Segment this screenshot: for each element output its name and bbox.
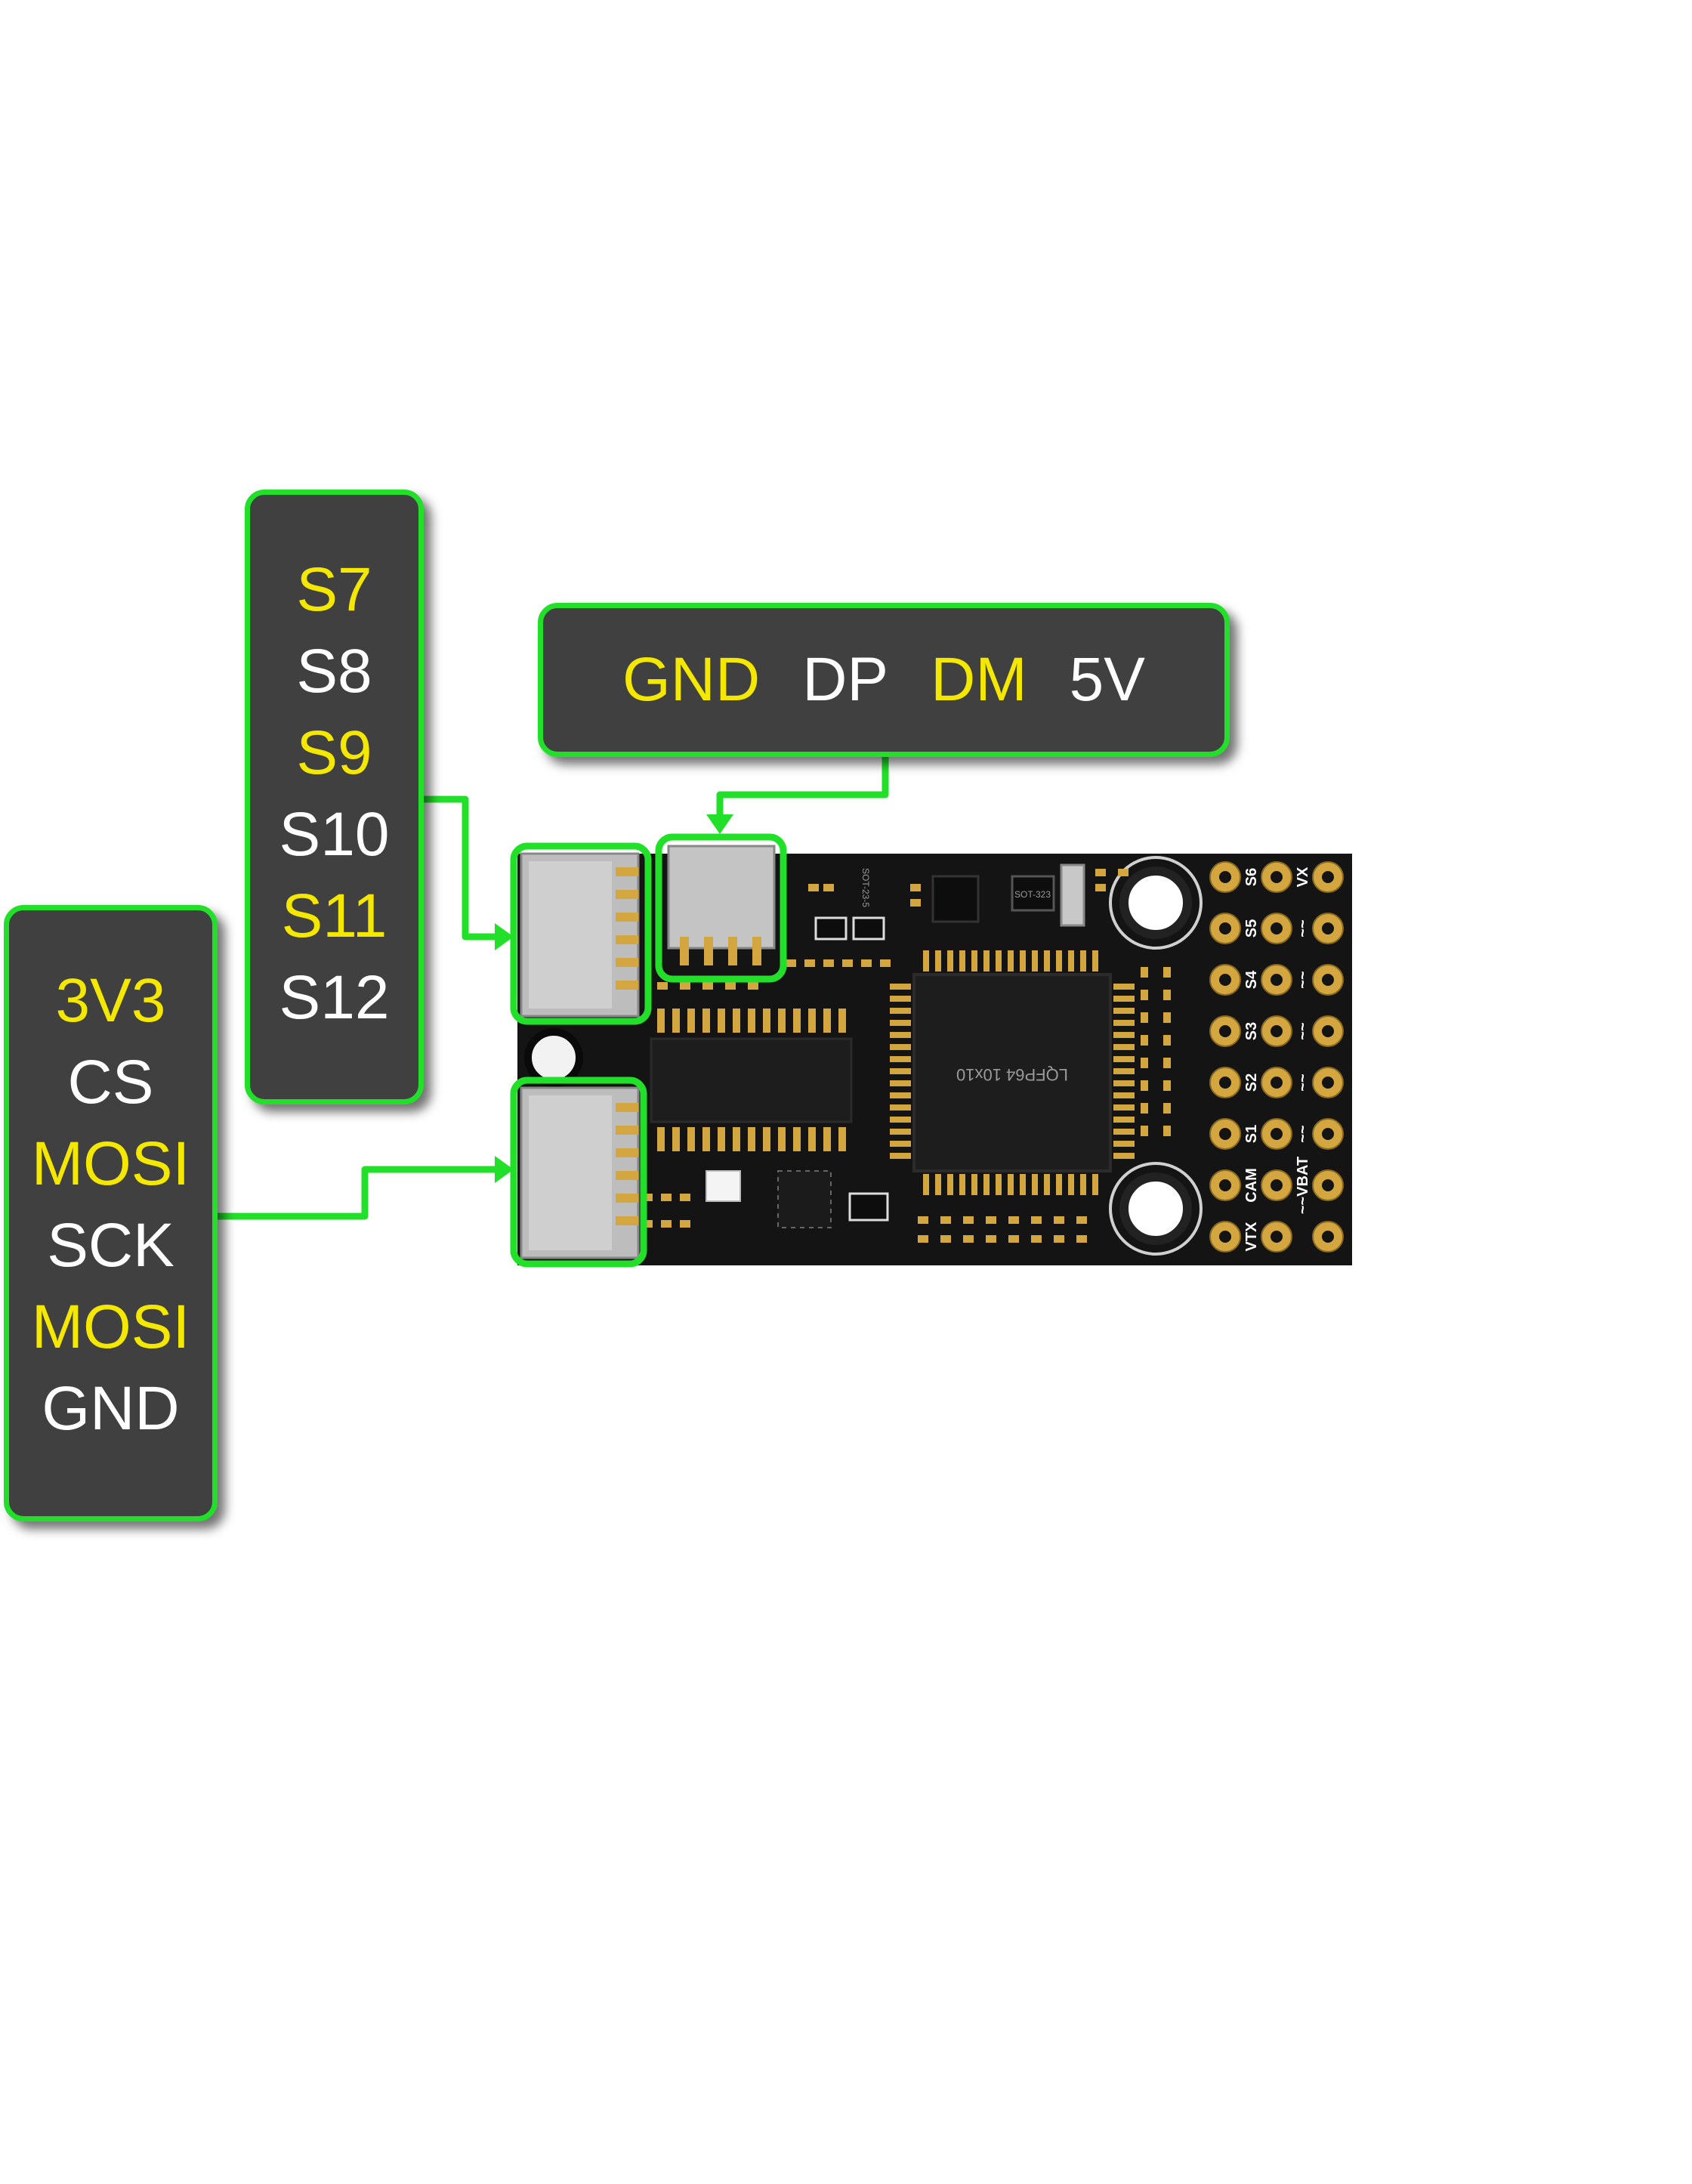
pad-label-tilde-2: ~~: [1295, 971, 1311, 988]
pin-label-s12: S12: [279, 963, 390, 1032]
mount-hole-bottom-ring: [1109, 1162, 1203, 1256]
pin-label-s7: S7: [296, 555, 372, 624]
leader-lines: [215, 754, 889, 1220]
pad-label-tilde-5: ~~: [1295, 1125, 1311, 1142]
pin-label-gnd-2: GND: [42, 1374, 180, 1443]
usb-arrow: [706, 814, 733, 834]
led-chip: [706, 1170, 741, 1202]
small-ic-1: [931, 875, 980, 923]
crystal: [1060, 863, 1085, 927]
mount-hole-bottom: [1119, 1172, 1192, 1245]
pad-label-tilde-1: ~~: [1295, 919, 1311, 937]
pad-label-cam: CAM: [1243, 1168, 1260, 1203]
servo-leader: [423, 795, 500, 941]
mcu-pins-bottom: [923, 1174, 1098, 1195]
pad-label-tilde-3: ~~: [1295, 1022, 1311, 1039]
pin-label-sck: SCK: [47, 1211, 174, 1280]
pad-label-vtx: VTX: [1243, 1222, 1260, 1252]
servo-arrow: [495, 923, 514, 950]
through-hole-holes: [1219, 871, 1334, 1243]
pad-label-tilde-4: ~~: [1295, 1073, 1311, 1091]
servo-pin-callout: S7 S8 S9 S10 S11 S12: [245, 490, 424, 1104]
mcu-chip-label: LQFP64 10x10: [956, 1065, 1068, 1084]
pad-label-s4: S4: [1243, 970, 1260, 989]
mcu-pins-top: [923, 950, 1098, 972]
spi-pin-callout: 3V3 CS MOSI SCK MOSI GND: [4, 905, 218, 1521]
pin-label-5v: 5V: [1069, 645, 1145, 714]
pad-label-vx: VX: [1295, 866, 1311, 887]
pad-label-s2: S2: [1243, 1073, 1260, 1092]
pin-label-dp: DP: [802, 645, 889, 714]
pad-label-s5: S5: [1243, 919, 1260, 938]
secondary-ic-pins: [657, 1009, 846, 1151]
pin-label-mosi: MOSI: [31, 1129, 190, 1198]
pad-labels: S6 VX S5 ~~ S4 ~~ S3 ~~ S2 ~~ S1 ~~ CAM …: [1243, 866, 1311, 1251]
usb-leader: [716, 754, 889, 816]
arrow-heads: [495, 814, 733, 1183]
usb-pin-callout: GND DP DM 5V: [538, 603, 1230, 757]
spi-leader: [215, 1166, 500, 1220]
pin-label-s10: S10: [279, 800, 390, 869]
pin-label-s11: S11: [281, 882, 387, 950]
mount-hole-top-ring: [1109, 856, 1203, 950]
small-ic-2-label: SOT-323: [1014, 889, 1051, 900]
pad-label-s1: S1: [1243, 1125, 1260, 1143]
pin-label-s8: S8: [296, 637, 372, 706]
diode-1: [814, 916, 848, 941]
small-ic-1-label: SOT-23-5: [860, 868, 871, 907]
usb-connector: [667, 845, 776, 965]
mount-hole-left: [524, 1028, 583, 1087]
small-ic-2: [1011, 875, 1055, 912]
pin-label-s9: S9: [296, 718, 372, 787]
spi-connector: [520, 1086, 640, 1259]
secondary-ic: [650, 1037, 853, 1123]
pad-label-s6: S6: [1243, 868, 1260, 886]
servo-connector-highlight: [510, 842, 652, 1025]
mcu-pins-right: [1113, 984, 1135, 1159]
diode-2: [852, 916, 885, 941]
servo-connector: [520, 852, 640, 1018]
sensor-ic: [777, 1170, 832, 1228]
pin-label-dm: DM: [931, 645, 1027, 714]
pin-label-gnd: GND: [622, 645, 761, 714]
pad-label-s3: S3: [1243, 1022, 1260, 1040]
spi-connector-highlight: [510, 1077, 647, 1268]
usb-connector-highlight: [655, 833, 787, 983]
mount-hole-top: [1119, 866, 1192, 939]
pin-label-3v3: 3V3: [55, 966, 166, 1035]
mcu-pins-left: [890, 984, 911, 1159]
pad-label-vbat: ~~VBAT: [1295, 1157, 1311, 1214]
spi-arrow: [495, 1156, 514, 1183]
mcu-chip: [912, 973, 1112, 1172]
pin-label-mosi-2: MOSI: [31, 1293, 190, 1361]
sot-chip: [848, 1192, 889, 1222]
pin-label-cs: CS: [67, 1048, 154, 1117]
